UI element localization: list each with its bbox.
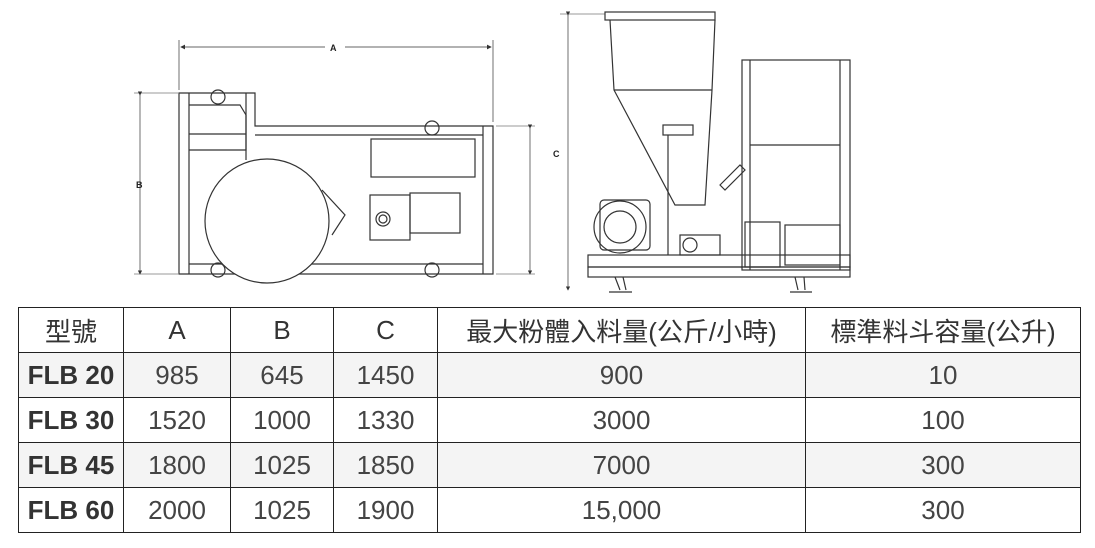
cell-a: 2000 — [123, 487, 231, 533]
cell-model: FLB 30 — [18, 397, 124, 443]
cell-c: 1850 — [333, 442, 438, 488]
specifications-table: 型號 A B C 最大粉體入料量(公斤/小時) 標準料斗容量(公升) FLB 2… — [18, 307, 1081, 533]
cell-a: 1520 — [123, 397, 231, 443]
cell-feed-rate: 7000 — [437, 442, 806, 488]
header-max-feed-rate: 最大粉體入料量(公斤/小時) — [437, 307, 806, 353]
table-row: FLB 30 1520 1000 1330 3000 100 — [18, 397, 1081, 443]
equipment-drawings: A B C — [134, 11, 851, 293]
table-row: FLB 60 2000 1025 1900 15,000 300 — [18, 487, 1081, 533]
cell-b: 1000 — [230, 397, 334, 443]
top-view-drawing: A B — [134, 40, 535, 284]
cell-capacity: 300 — [805, 442, 1081, 488]
table-row: FLB 20 985 645 1450 900 10 — [18, 352, 1081, 398]
cell-b: 1025 — [230, 442, 334, 488]
cell-b: 645 — [230, 352, 334, 398]
cell-c: 1900 — [333, 487, 438, 533]
cell-b: 1025 — [230, 487, 334, 533]
table-header-row: 型號 A B C 最大粉體入料量(公斤/小時) 標準料斗容量(公升) — [18, 307, 1081, 353]
cell-feed-rate: 15,000 — [437, 487, 806, 533]
dimension-label-c: C — [553, 149, 560, 159]
table-row: FLB 45 1800 1025 1850 7000 300 — [18, 442, 1081, 488]
cell-a: 985 — [123, 352, 231, 398]
cell-feed-rate: 3000 — [437, 397, 806, 443]
cell-model: FLB 45 — [18, 442, 124, 488]
header-c: C — [333, 307, 438, 353]
cell-a: 1800 — [123, 442, 231, 488]
side-view-drawing: C — [553, 11, 851, 293]
cell-capacity: 100 — [805, 397, 1081, 443]
dimension-label-b: B — [136, 180, 143, 190]
cell-feed-rate: 900 — [437, 352, 806, 398]
cell-c: 1330 — [333, 397, 438, 443]
dimension-label-a: A — [330, 43, 337, 53]
cell-capacity: 10 — [805, 352, 1081, 398]
cell-model: FLB 20 — [18, 352, 124, 398]
header-hopper-capacity: 標準料斗容量(公升) — [805, 307, 1081, 353]
header-model: 型號 — [18, 307, 124, 353]
cell-model: FLB 60 — [18, 487, 124, 533]
cell-capacity: 300 — [805, 487, 1081, 533]
cell-c: 1450 — [333, 352, 438, 398]
header-b: B — [230, 307, 334, 353]
header-a: A — [123, 307, 231, 353]
